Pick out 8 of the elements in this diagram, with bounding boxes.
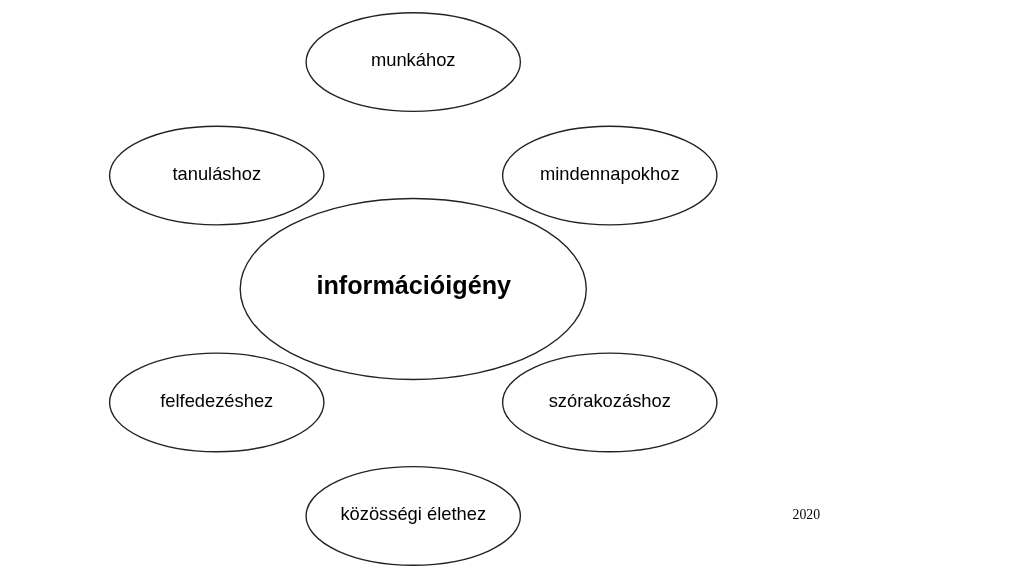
node-ellipse: szórakozáshoz: [501, 352, 718, 453]
label: 2020: [792, 507, 820, 523]
node-ellipse: munkához: [304, 12, 521, 113]
node-ellipse: mindennapokhoz: [501, 125, 718, 226]
node-ellipse: felfedezéshez: [108, 352, 325, 453]
node-ellipse: közösségi élethez: [304, 465, 521, 566]
node-ellipse: információigény: [239, 197, 587, 381]
node-ellipse: tanuláshoz: [108, 125, 325, 226]
